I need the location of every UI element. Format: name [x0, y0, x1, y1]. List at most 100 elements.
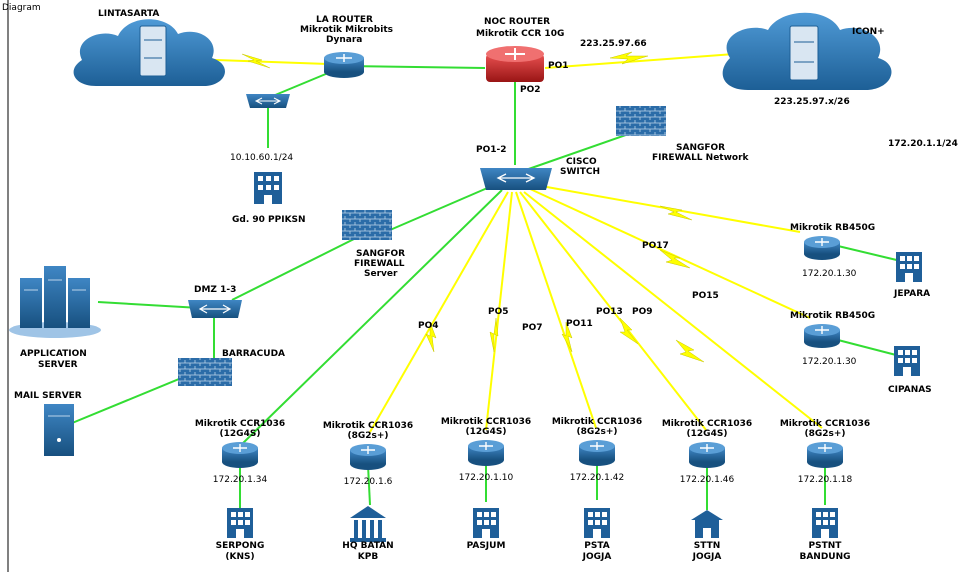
lan-net-ip: 172.20.1.1/24 — [888, 139, 958, 149]
link-la-noc — [344, 65, 486, 69]
link-po5-po7 — [485, 191, 513, 431]
branch-site-name: PSTA — [584, 541, 610, 551]
branch-ip: 172.20.1.6 — [344, 477, 393, 487]
po11-label: PO11 — [566, 319, 593, 329]
firewall-server-icon[interactable] — [342, 210, 392, 240]
bolt-po4 — [425, 321, 437, 353]
building-icon — [894, 346, 920, 376]
jepara-router-icon[interactable] — [804, 236, 840, 260]
branch-ip: 172.20.1.10 — [459, 473, 514, 483]
bank-icon — [350, 506, 386, 542]
bolt-po5 — [489, 317, 499, 353]
link-core-fwsrv — [389, 185, 493, 231]
jepara-ip: 172.20.1.30 — [802, 269, 857, 279]
building-icon — [254, 172, 282, 204]
po5-label: PO5 — [488, 307, 509, 317]
building-icon — [473, 508, 499, 538]
la-router-model: Mikrotik Mikrobits — [300, 25, 393, 35]
branch-node: Mikrotik CCR1036(12G4S)172.20.1.46STTNJO… — [662, 419, 752, 562]
branch-node: Mikrotik CCR1036(8G2s+) 172.20.1.18PSTNTB… — [780, 419, 870, 562]
noc-router-icon[interactable] — [486, 46, 544, 82]
firewall-network-icon[interactable] — [616, 106, 666, 136]
building-icon — [227, 508, 253, 538]
link-po13 — [519, 191, 707, 431]
router-icon[interactable] — [468, 440, 504, 466]
bolt-po15 — [659, 249, 691, 269]
building-icon — [896, 252, 922, 282]
branch-ip: 172.20.1.42 — [570, 473, 624, 483]
router-icon[interactable] — [222, 442, 258, 468]
bolt-po17 — [659, 205, 693, 221]
icon-link-ip: 223.25.97.66 — [580, 39, 647, 49]
link-jepara-site — [837, 245, 906, 263]
server-icon — [139, 25, 167, 77]
router-icon[interactable] — [579, 440, 615, 466]
branch-model: Mikrotik CCR1036 — [552, 417, 642, 427]
branch-variant: (8G2s+) — [804, 429, 845, 439]
gd90-switch-icon[interactable] — [246, 94, 290, 108]
po2-label: PO2 — [520, 85, 541, 95]
green-links — [59, 65, 906, 512]
link-po9 — [523, 191, 823, 429]
branch-site-name: STTN — [694, 541, 721, 551]
bolt-po13 — [619, 317, 639, 345]
fw-net-label-1: SANGFOR — [676, 143, 725, 153]
branch-variant: (12G4S) — [466, 427, 507, 437]
branch-site-name-2: BANDUNG — [799, 552, 850, 562]
branch-site-name: HQ BATAN — [342, 541, 393, 551]
link-po4 — [369, 191, 509, 433]
po4-label: PO4 — [418, 321, 439, 331]
link-po11 — [515, 191, 597, 429]
fw-net-label-2: FIREWALL Network — [652, 153, 750, 163]
branch-model: Mikrotik CCR1036 — [780, 419, 870, 429]
branch-ip: 172.20.1.18 — [798, 475, 853, 485]
router-icon[interactable] — [689, 442, 725, 468]
po15-label: PO15 — [692, 291, 719, 301]
router-icon[interactable] — [807, 442, 843, 468]
dmz-label: DMZ 1-3 — [194, 285, 236, 295]
po13-label: PO13 — [596, 307, 623, 317]
cipanas-router-icon[interactable] — [804, 324, 840, 348]
fw-srv-label-1: SANGFOR — [356, 249, 405, 259]
la-router-icon[interactable] — [324, 52, 364, 78]
branch-model: Mikrotik CCR1036 — [323, 421, 413, 431]
po17-label: PO17 — [642, 241, 669, 251]
branch-model: Mikrotik CCR1036 — [195, 419, 285, 429]
bolt-po11 — [561, 321, 573, 353]
mail-server-icon[interactable] — [44, 404, 74, 456]
link-hq-site — [367, 464, 371, 506]
server-icon — [789, 25, 819, 81]
cisco-switch-label-2: SWITCH — [560, 167, 600, 177]
la-router-title: LA ROUTER — [316, 15, 373, 25]
link-cipanas-site — [837, 339, 901, 357]
branch-variant: (8G2s+) — [576, 427, 617, 437]
bolt-icon — [609, 51, 649, 65]
dmz-switch-icon[interactable] — [188, 300, 242, 318]
application-server-icon[interactable] — [9, 266, 101, 338]
po1-label: PO1 — [548, 61, 569, 71]
cisco-switch-icon[interactable] — [480, 168, 552, 190]
po7-label: PO7 — [522, 323, 543, 333]
bolt-po9 — [675, 339, 705, 363]
branch-node: Mikrotik CCR1036(8G2s+) 172.20.1.42PSTAJO… — [552, 417, 642, 562]
fw-srv-label-3: Server — [364, 269, 398, 279]
branch-site-name-2: JOGJA — [582, 552, 612, 562]
branch-routers: Mikrotik CCR1036(12G4S)172.20.1.34SERPON… — [195, 417, 870, 562]
po9-label: PO9 — [632, 307, 653, 317]
page-title: Diagram — [2, 3, 41, 13]
lightning-bolts — [241, 51, 705, 363]
branch-site-name-2: (KNS) — [225, 552, 254, 562]
la-router-sub: Dynara — [326, 35, 362, 45]
building-icon — [584, 508, 610, 538]
cisco-switch-label-1: CISCO — [566, 157, 597, 167]
app-server-label-1: APPLICATION — [20, 349, 87, 359]
cipanas-model: Mikrotik RB450G — [790, 311, 875, 321]
bolt-lintasarta — [241, 53, 271, 69]
branch-site-name: PSTNT — [809, 541, 843, 551]
mail-server-label: MAIL SERVER — [14, 391, 82, 401]
barracuda-icon[interactable] — [178, 358, 232, 386]
branch-ip: 172.20.1.46 — [680, 475, 735, 485]
router-icon[interactable] — [350, 444, 386, 470]
